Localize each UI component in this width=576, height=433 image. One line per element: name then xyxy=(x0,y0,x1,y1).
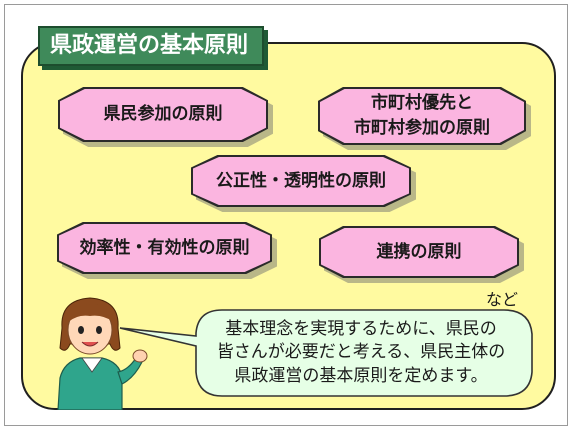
principle-label-fairness-transparency: 公正性・透明性の原則 xyxy=(193,157,409,205)
principle-box-municipality-priority: 市町村優先と 市町村参加の原則 xyxy=(318,87,526,145)
presenter-person-icon xyxy=(57,297,148,410)
etc-label: など xyxy=(486,290,519,309)
principle-label-citizen-participation: 県民参加の原則 xyxy=(60,89,266,140)
principle-box-citizen-participation: 県民参加の原則 xyxy=(58,87,268,142)
principle-box-efficiency-effectiveness: 効率性・有効性の原則 xyxy=(57,222,272,274)
title-tag: 県政運営の基本原則 xyxy=(38,26,264,66)
principle-label-efficiency-effectiveness: 効率性・有効性の原則 xyxy=(59,224,270,272)
principle-box-fairness-transparency: 公正性・透明性の原則 xyxy=(191,155,411,207)
bubble-line-2: 皆さんが必要だと考える、県民主体の xyxy=(216,342,506,363)
principle-box-cooperation: 連携の原則 xyxy=(319,226,519,278)
speech-bubble-text: 基本理念を実現するために、県民の 皆さんが必要だと考える、県民主体の 県政運営の… xyxy=(198,318,524,388)
bubble-line-3: 県政運営の基本原則を定めます。 xyxy=(234,365,488,386)
bubble-line-1: 基本理念を実現するために、県民の xyxy=(225,319,497,339)
page-title: 県政運営の基本原則 xyxy=(50,33,249,58)
principle-label-municipality-priority: 市町村優先と 市町村参加の原則 xyxy=(320,89,524,143)
principle-label-cooperation: 連携の原則 xyxy=(321,228,517,276)
